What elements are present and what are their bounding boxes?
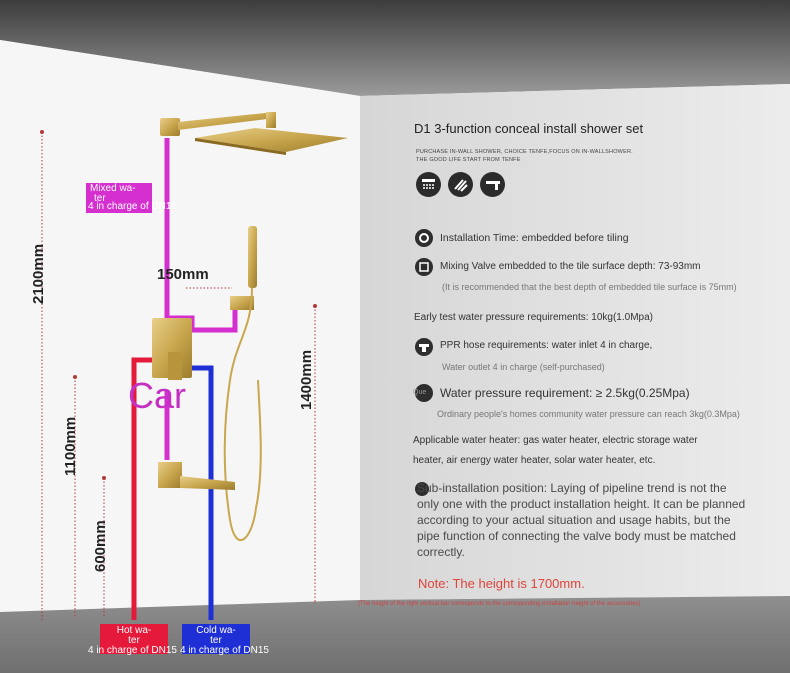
spec-heater-line-1: Applicable water heater: gas water heate…	[413, 435, 698, 446]
location-icon	[415, 482, 429, 496]
rain-shower-head-edge	[195, 138, 286, 155]
tub-spout	[180, 476, 235, 490]
dimension-dots	[40, 130, 317, 480]
shower-head-icon	[416, 172, 441, 197]
hot-water-line-2: ter	[128, 635, 140, 646]
cold-water-box	[182, 624, 250, 654]
cold-water-line-2: ter	[210, 635, 222, 646]
tub-spout-base	[158, 462, 182, 488]
spec-water-pressure: Water pressure requirement: ≥ 2.5kg(0.25…	[440, 386, 690, 400]
spec-sub-installation: Sub-installation position: Laying of pip…	[417, 481, 746, 559]
spec-ppr-hose: PPR hose requirements: water inlet 4 in …	[440, 340, 653, 351]
mixed-water-label: Mixed wa- ter	[90, 184, 152, 204]
hand-shower-holder	[230, 296, 254, 310]
product-title: D1 3-function conceal install shower set	[414, 121, 644, 136]
spec-heater-line-2: heater, air energy water heater, solar w…	[413, 455, 656, 466]
mixed-water-box	[86, 183, 152, 213]
height-footnote: (The height of the right vertical bar co…	[358, 601, 641, 607]
valve-icon	[415, 258, 433, 276]
mixed-water-branch	[192, 302, 238, 333]
spec-installation-time: Installation Time: embedded before tilin…	[440, 232, 629, 244]
right-wall	[360, 84, 790, 600]
mixed-water-line-2: ter	[94, 193, 106, 204]
rain-shower-head	[195, 128, 348, 152]
spec-mixing-valve-note: (It is recommended that the best depth o…	[442, 282, 737, 292]
hot-water-label: Hot wa- ter	[100, 626, 168, 646]
cold-water-line-1: Cold wa-	[196, 625, 236, 636]
ceiling	[0, 0, 790, 96]
height-note: Note: The height is 1700mm.	[418, 576, 585, 591]
hot-water-box	[100, 624, 168, 654]
hand-shower	[248, 226, 257, 288]
hot-water-pipe	[131, 357, 157, 620]
dim-2100-label: 2100mm	[30, 243, 47, 304]
gear-icon	[415, 229, 433, 247]
spec-water-pressure-note: Ordinary people's homes community water …	[437, 409, 740, 419]
faucet-icon	[480, 172, 505, 197]
shower-arm-base	[160, 118, 180, 136]
mixed-water-sub: 4 in charge of DN15	[88, 201, 177, 212]
hand-shower-hose	[223, 287, 262, 542]
dim-600-label: 600mm	[92, 520, 109, 572]
dim-1400-label: 1400mm	[298, 349, 315, 410]
hot-water-sub: 4 in charge of DN15	[88, 645, 177, 656]
cold-water-sub: 4 in charge of DN15	[180, 645, 269, 656]
dim-150-label: 150mm	[157, 266, 209, 283]
overlay-text: Car	[128, 375, 187, 416]
hot-water-line-1: Hot wa-	[116, 625, 152, 636]
shower-arm-joint	[266, 112, 276, 128]
cold-water-label: Cold wa- ter	[182, 626, 250, 646]
dim-1100-label: 1100mm	[62, 416, 79, 476]
pressure-icon	[415, 384, 433, 402]
mixing-valve-handle	[168, 352, 182, 380]
spec-mixing-valve: Mixing Valve embedded to the tile surfac…	[440, 261, 701, 272]
tagline-2: THE GOOD LIFE START FROM TENFE	[416, 157, 521, 163]
diamond-pattern-icon	[448, 172, 473, 197]
tagline-1: PURCHASE IN-WALL SHOWER, CHOICE TENFE,FO…	[416, 149, 633, 155]
pipe-icon	[415, 338, 433, 356]
dimension-lines	[41, 132, 316, 620]
mixed-water-line-1: Mixed wa-	[90, 183, 136, 194]
spec-ppr-hose-note: Water outlet 4 in charge (self-purchased…	[442, 362, 605, 372]
spec-water-pressure-prefix: Que	[413, 389, 427, 396]
spec-early-test: Early test water pressure requirements: …	[414, 312, 653, 323]
shower-arm	[178, 112, 275, 130]
